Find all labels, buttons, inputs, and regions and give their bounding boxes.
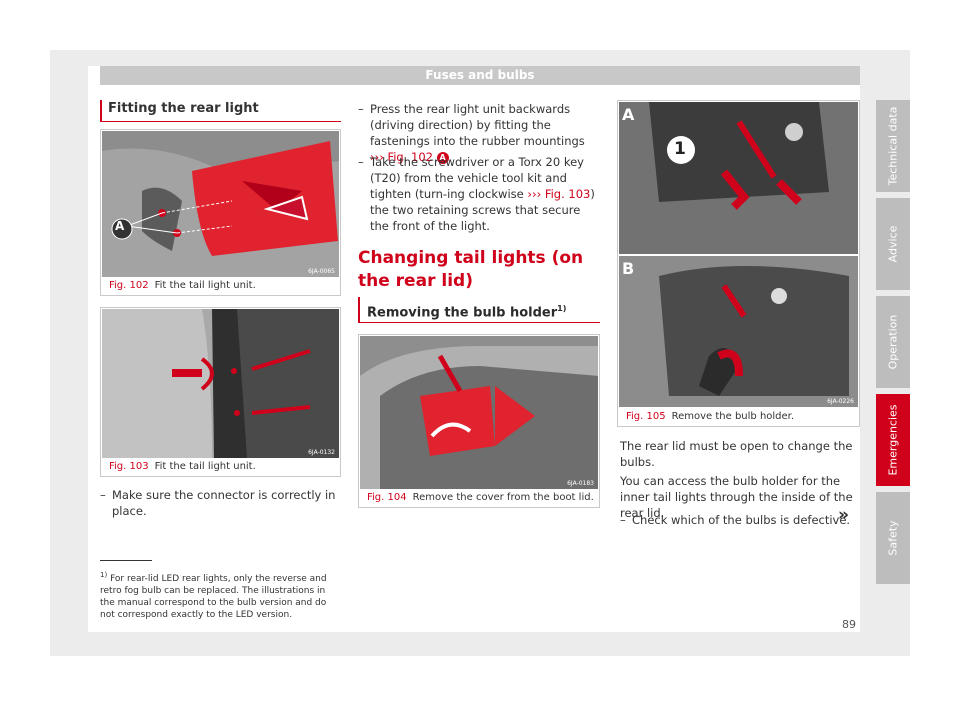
figure-102-image: A 6JA-0065	[102, 131, 339, 277]
section-heading: Fitting the rear light	[108, 101, 259, 116]
rear-lid-illustration	[102, 309, 339, 458]
tab-safety[interactable]: Safety	[876, 492, 910, 584]
figure-104-image: 6JA-0183	[360, 336, 598, 489]
heading-marker	[100, 100, 102, 122]
step-connector: – Make sure the connector is correctly i…	[100, 488, 336, 518]
tail-light-illustration	[102, 131, 339, 277]
figure-code: 6JA-0132	[308, 449, 335, 456]
tab-advice[interactable]: Advice	[876, 198, 910, 290]
bulb-holder-b-illustration	[619, 256, 858, 407]
marker-a: A	[436, 152, 449, 164]
footnote: 1) For rear-lid LED rear lights, only th…	[100, 571, 327, 620]
page-header: Fuses and bulbs	[100, 66, 860, 85]
figure-code: 6JA-0226	[827, 398, 854, 405]
boot-lid-cover-illustration	[360, 336, 598, 489]
figure-code: 6JA-0183	[567, 480, 594, 487]
label-a: A	[115, 219, 125, 233]
step-screwdriver: – Take the screwdriver or a Torx 20 key …	[358, 155, 595, 233]
figure-105-image-b: B 6JA-0226	[619, 256, 858, 407]
footnote-rule	[100, 560, 152, 561]
heading-rule	[100, 121, 341, 122]
tab-technical-data[interactable]: Technical data	[876, 100, 910, 192]
label-a: A	[622, 105, 635, 124]
bulb-holder-a-illustration	[619, 102, 858, 254]
paragraph-rear-lid: The rear lid must be open to change the …	[620, 439, 853, 469]
label-b: B	[622, 259, 635, 278]
tab-emergencies[interactable]: Emergencies	[876, 394, 910, 486]
step-press-light: – Press the rear light unit backwards (d…	[358, 102, 585, 164]
paragraph-access: You can access the bulb holder for the i…	[620, 474, 853, 520]
page-number: 89	[842, 618, 856, 631]
step-check-bulbs: – Check which of the bulbs is defective.	[620, 513, 851, 527]
figure-105-image-a: A 1	[619, 102, 858, 254]
fig-102-link[interactable]: Fig. 102	[387, 150, 433, 164]
fig-103-link[interactable]: Fig. 103	[544, 187, 591, 201]
figure-103-image: 6JA-0132	[102, 309, 339, 458]
label-1: 1	[674, 139, 686, 159]
figure-code: 6JA-0065	[308, 268, 335, 275]
continue-marker: »	[838, 505, 849, 525]
chapter-heading: Changing tail lights (on the rear lid)	[358, 248, 584, 291]
subheading-marker	[358, 297, 360, 322]
tab-operation[interactable]: Operation	[876, 296, 910, 388]
subheading: Removing the bulb holder1)	[367, 304, 567, 321]
subheading-rule	[358, 322, 600, 323]
